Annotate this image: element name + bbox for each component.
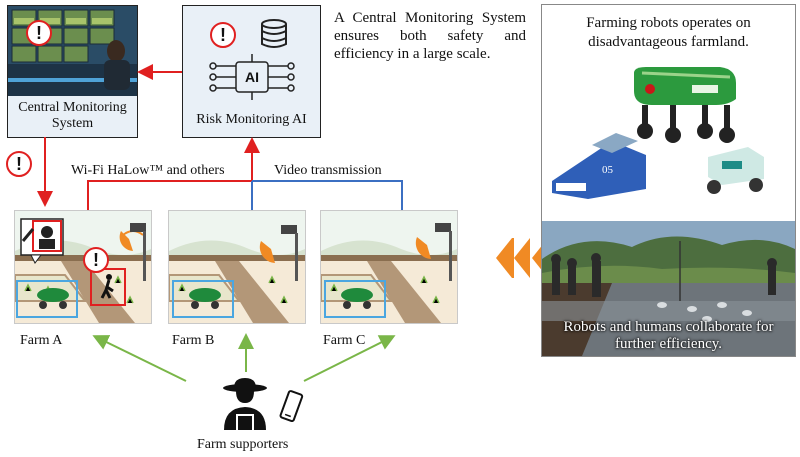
alert-icon: ! xyxy=(26,20,52,46)
farm-c-panel xyxy=(320,210,458,324)
farm-a-panel: ! xyxy=(14,210,152,324)
alert-icon: ! xyxy=(210,22,236,48)
photo-panel: Farming robots operates on disadvantageo… xyxy=(541,4,796,357)
wifi-halow-label: Wi-Fi HaLow™ and others xyxy=(71,163,225,178)
central-monitoring-label: Central Monitoring System xyxy=(18,100,127,131)
robots-image: 05 xyxy=(552,67,764,199)
farm-c-label: Farm C xyxy=(323,333,366,348)
ai-chip-text: AI xyxy=(245,69,259,85)
farm-b-scene xyxy=(169,211,305,323)
risk-ai-label: Risk Monitoring AI xyxy=(196,112,307,127)
farm-c-scene xyxy=(321,211,457,323)
alert-icon: ! xyxy=(83,247,109,273)
farm-a-scene xyxy=(15,211,151,323)
alert-icon: ! xyxy=(6,151,32,177)
central-monitoring-box: ! Central Monitoring System xyxy=(7,5,138,138)
control-room-image xyxy=(8,6,137,96)
robots-caption: Farming robots operates on disadvantageo… xyxy=(586,15,751,50)
farmer-icon xyxy=(223,378,267,430)
svg-text:05: 05 xyxy=(602,164,614,176)
smartphone-icon xyxy=(279,390,304,423)
database-icon xyxy=(261,19,287,48)
collaboration-caption: Robots and humans collaborate for furthe… xyxy=(563,319,774,352)
video-transmission-label: Video transmission xyxy=(274,163,382,178)
ai-chip-icon xyxy=(209,54,295,100)
farm-b-panel xyxy=(168,210,306,324)
description-text: A Central Monitoring System ensures both… xyxy=(334,10,526,62)
risk-ai-box: ! AI Risk Monitoring AI xyxy=(182,5,321,138)
field-photo xyxy=(542,221,795,356)
farm-b-label: Farm B xyxy=(172,333,215,348)
farm-supporters-label: Farm supporters xyxy=(197,437,289,452)
farm-a-label: Farm A xyxy=(20,333,63,348)
